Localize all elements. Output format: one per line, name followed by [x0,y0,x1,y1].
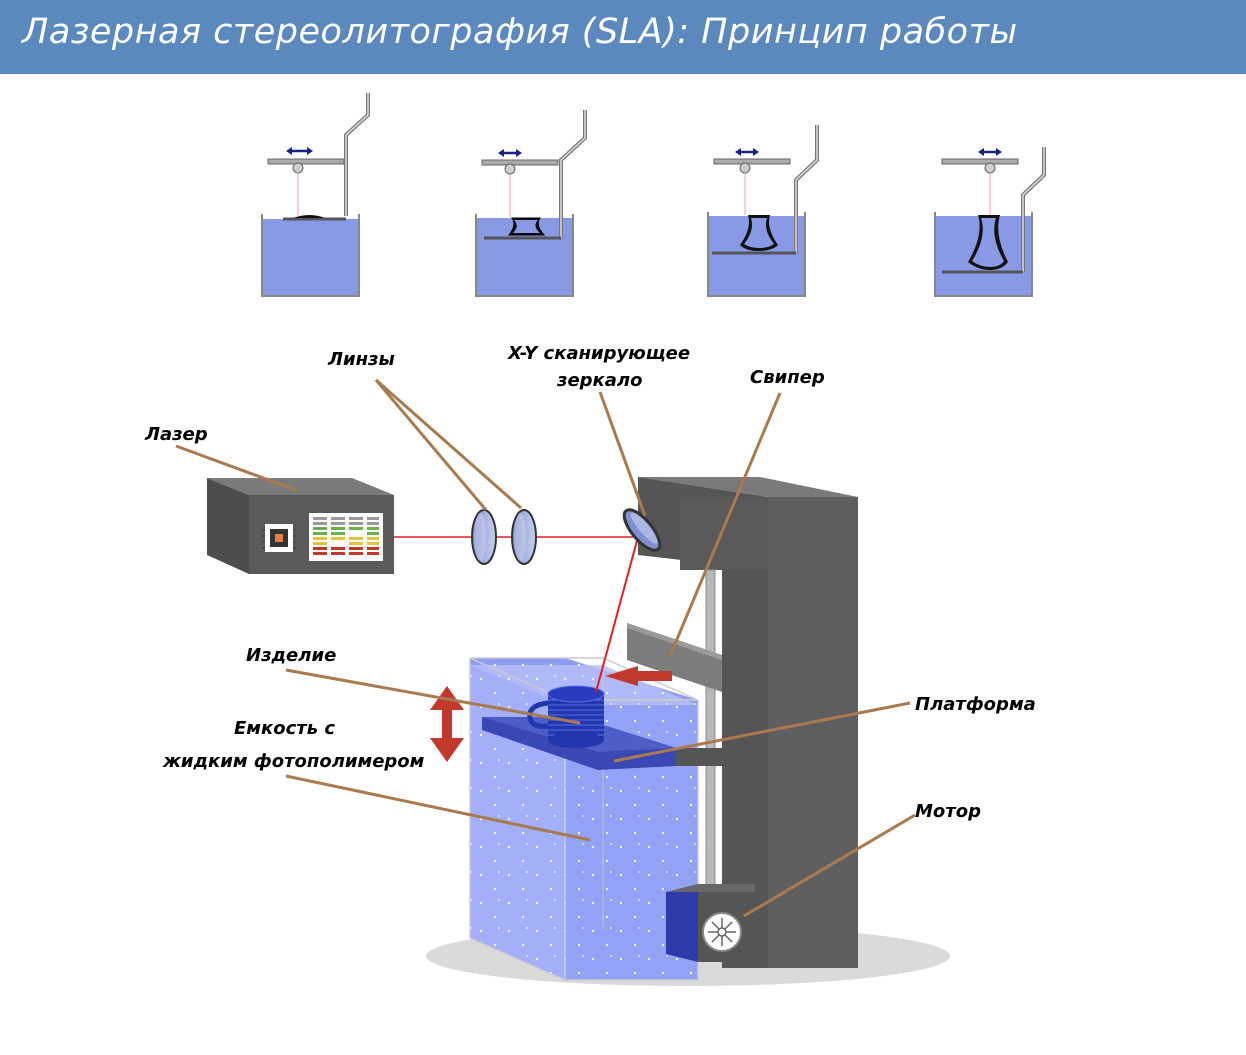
laser-beam-deflected [595,536,639,693]
machine-frame [638,477,858,968]
title-bar: Лазерная стереолитография (SLA): Принцип… [0,0,1246,74]
label-mirror-line2: зеркало [556,370,642,391]
label-sweeper: Свипер [750,367,825,388]
guide-rod [705,569,716,901]
step-1 [261,93,370,297]
laser-unit [207,478,394,574]
step-3 [707,125,819,297]
label-tank-line1: Емкость с [234,718,335,739]
lens-2 [511,509,537,565]
lens-1 [471,509,497,565]
chip-icon [262,524,296,552]
label-product: Изделие [246,645,336,666]
platform-motion-arrow [430,686,464,762]
label-motor: Мотор [915,801,981,822]
sweep-direction-arrow [605,666,672,686]
fan-icon [708,918,736,946]
step-4 [934,147,1046,297]
label-laser: Лазер [144,424,208,445]
label-tank-line2: жидким фотополимером [162,751,425,772]
scanning-mirror [622,508,662,552]
double-arrow-icon [978,148,1002,156]
label-lenses: Линзы [327,349,395,370]
page-title: Лазерная стереолитография (SLA): Принцип… [22,12,1018,52]
double-arrow-icon [735,148,759,156]
motor [666,884,755,962]
step-2 [475,110,587,297]
label-platform: Платформа [915,694,1036,715]
printed-part [527,685,605,748]
double-arrow-icon [498,149,522,157]
label-mirror-line1: X-Y сканирующее [507,343,690,364]
level-meter-icon [309,513,383,561]
leader-lines [175,378,916,918]
double-arrow-icon [286,147,313,155]
